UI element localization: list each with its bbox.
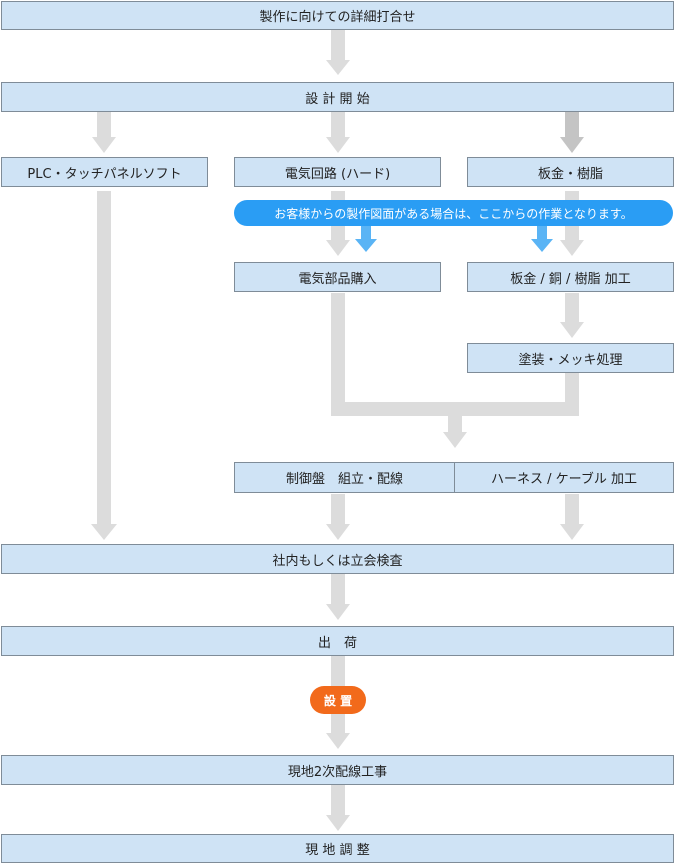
inspection-box: 社内もしくは立会検査 — [1, 544, 674, 574]
harness-cable-label: ハーネス / ケーブル 加工 — [491, 472, 637, 487]
electrical-parts-label: 電気部品購入 — [298, 271, 377, 287]
arrow-plc-to-inspection — [91, 191, 117, 540]
drawing-note-text: お客様からの製作図面がある場合は、ここからの作業となります。 — [274, 206, 633, 221]
drawing-note-pill: お客様からの製作図面がある場合は、ここからの作業となります。 — [234, 200, 673, 226]
plc-software-label: PLC・タッチパネルソフト — [27, 166, 182, 182]
control-panel-label: 制御盤 組立・配線 — [285, 472, 403, 487]
arrow-wiring-to-adjustment — [326, 785, 350, 831]
inspection-label: 社内もしくは立会検査 — [272, 553, 403, 569]
merge-connector — [331, 293, 579, 448]
processing-box: 板金 / 銅 / 樹脂 加工 — [467, 262, 674, 292]
arrow-design-to-sheet-metal — [560, 112, 584, 153]
arrow-control-panel-to-inspection — [326, 494, 350, 540]
arrow-harness-to-inspection — [560, 494, 584, 540]
arrow-processing-to-painting — [560, 293, 584, 338]
painting-plating-label: 塗装・メッキ処理 — [518, 352, 623, 368]
adjustment-label: 現 地 調 整 — [305, 843, 370, 858]
meeting-label: 製作に向けての詳細打合せ — [259, 10, 416, 25]
shipping-label: 出 荷 — [317, 635, 357, 651]
highlight-arrow-to-parts — [355, 226, 377, 252]
install-badge: 設 置 — [310, 686, 366, 714]
arrow-meeting-to-design — [326, 30, 350, 75]
electrical-circuit-box: 電気回路 (ハード) — [234, 157, 441, 187]
electrical-parts-box: 電気部品購入 — [234, 262, 441, 292]
processing-label: 板金 / 銅 / 樹脂 加工 — [510, 271, 631, 287]
wiring-work-label: 現地2次配線工事 — [287, 764, 388, 780]
adjustment-box: 現 地 調 整 — [1, 834, 674, 863]
highlight-arrow-to-processing — [531, 226, 553, 252]
sheet-metal-resin-box: 板金・樹脂 — [467, 157, 674, 187]
plc-software-box: PLC・タッチパネルソフト — [1, 157, 208, 187]
sheet-metal-resin-label: 板金・樹脂 — [537, 166, 603, 182]
install-label: 設 置 — [323, 693, 353, 708]
shipping-box: 出 荷 — [1, 626, 674, 656]
design-start-box: 設 計 開 始 — [1, 82, 674, 112]
meeting-box: 製作に向けての詳細打合せ — [1, 1, 674, 30]
electrical-circuit-label: 電気回路 (ハード) — [284, 166, 391, 182]
arrow-design-to-circuit — [326, 112, 350, 153]
harness-cable-box: ハーネス / ケーブル 加工 — [454, 462, 674, 493]
arrow-design-to-plc — [92, 112, 116, 153]
design-start-label: 設 計 開 始 — [305, 91, 370, 107]
control-panel-box: 制御盤 組立・配線 — [234, 462, 455, 493]
painting-plating-box: 塗装・メッキ処理 — [467, 343, 674, 373]
wiring-work-box: 現地2次配線工事 — [1, 755, 674, 785]
arrow-inspection-to-shipping — [326, 574, 350, 620]
